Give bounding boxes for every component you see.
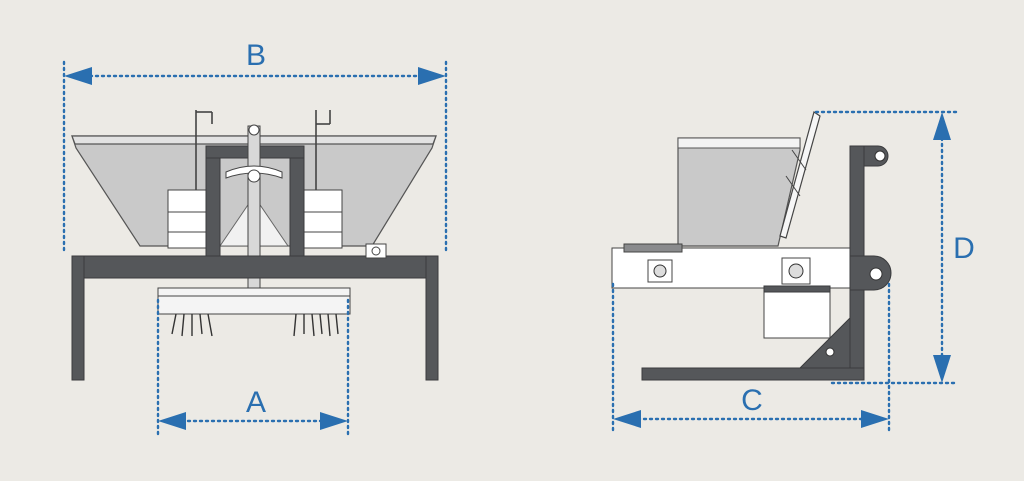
label-d: D <box>953 232 975 265</box>
side-lower-box <box>763 287 831 339</box>
front-view <box>71 110 439 381</box>
front-tines <box>171 313 339 337</box>
side-lower-flange <box>763 285 831 293</box>
side-base-beam <box>641 367 865 381</box>
dimension-a <box>156 298 350 436</box>
front-post-left <box>205 145 221 259</box>
front-post-right <box>289 145 305 259</box>
front-spreader-plate <box>157 287 351 315</box>
side-hopper-top <box>677 137 801 149</box>
side-gusset <box>798 316 851 369</box>
front-leg-left <box>71 255 85 381</box>
front-main-beam <box>71 255 439 279</box>
dimension-b <box>62 60 448 254</box>
front-crank-left <box>195 110 213 200</box>
label-c: C <box>741 384 763 417</box>
front-crank-right <box>315 110 331 200</box>
label-b: B <box>246 39 266 72</box>
front-leg-right <box>425 255 439 381</box>
side-lid <box>779 111 821 239</box>
side-body-band <box>623 243 683 253</box>
dimension-c <box>611 282 891 434</box>
label-a: A <box>246 386 266 419</box>
side-view <box>611 111 892 381</box>
dimension-d <box>814 110 960 385</box>
